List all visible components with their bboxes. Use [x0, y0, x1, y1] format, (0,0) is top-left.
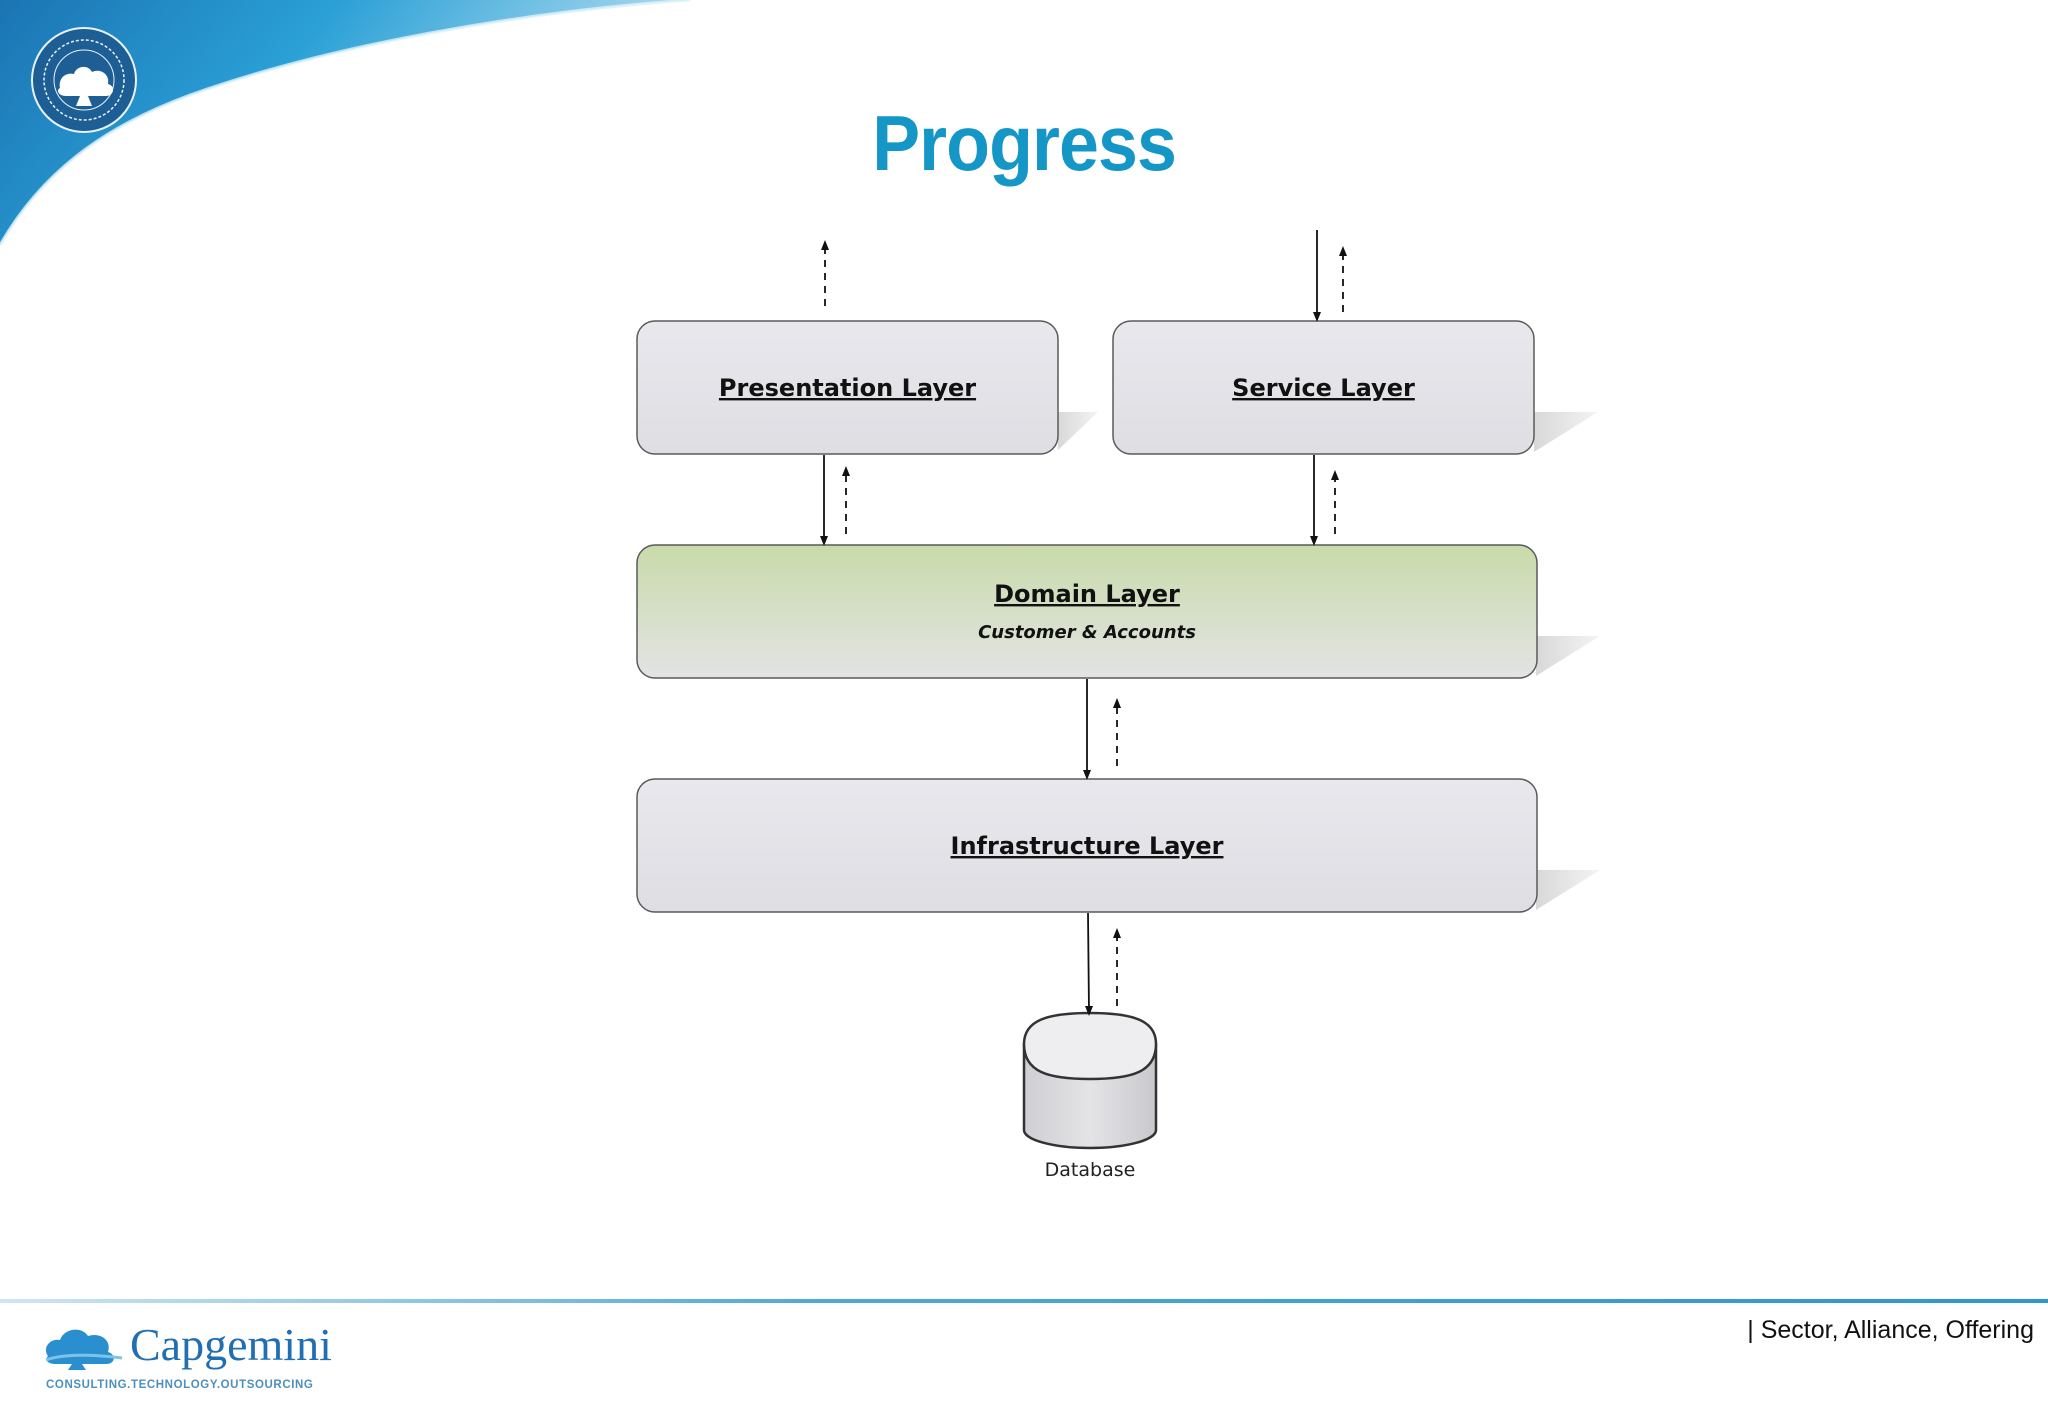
- presentation-layer-box: Presentation Layer: [636, 320, 1059, 455]
- domain-layer-box: Domain Layer Customer & Accounts: [636, 544, 1538, 679]
- infrastructure-layer-box: Infrastructure Layer: [636, 778, 1538, 913]
- infrastructure-layer-label: Infrastructure Layer: [951, 832, 1224, 860]
- arrowheads: [820, 240, 1347, 1016]
- slide-title: Progress: [872, 99, 1177, 187]
- arrows: [823, 230, 1344, 1013]
- footer-text: | Sector, Alliance, Offering: [1747, 1316, 2034, 1344]
- capgemini-logo: Capgemini CONSULTING.TECHNOLOGY.OUTSOURC…: [45, 1319, 332, 1391]
- domain-layer-subtitle: Customer & Accounts: [978, 622, 1196, 643]
- architecture-diagram: Presentation Layer Service Layer Domain …: [636, 230, 1600, 1181]
- domain-layer-label: Domain Layer: [994, 580, 1180, 608]
- corner-swoosh: [0, 0, 691, 246]
- seal-logo-icon: [31, 27, 137, 133]
- domain-shadow: [1536, 636, 1600, 676]
- service-shadow: [1534, 412, 1598, 452]
- logo-tagline: CONSULTING.TECHNOLOGY.OUTSOURCING: [46, 1379, 313, 1391]
- logo-wordmark: Capgemini: [130, 1319, 332, 1370]
- presentation-layer-label: Presentation Layer: [719, 374, 976, 402]
- infrastructure-to-database-arrow: [1087, 912, 1090, 1013]
- service-layer-box: Service Layer: [1112, 320, 1535, 455]
- presentation-shadow: [1058, 412, 1098, 450]
- database-icon: [1022, 1011, 1158, 1150]
- database-label: Database: [1045, 1159, 1136, 1181]
- service-layer-label: Service Layer: [1232, 374, 1415, 402]
- spade-cloud-icon: [45, 1329, 123, 1370]
- infrastructure-shadow: [1536, 870, 1600, 910]
- footer-divider: [0, 1299, 2048, 1303]
